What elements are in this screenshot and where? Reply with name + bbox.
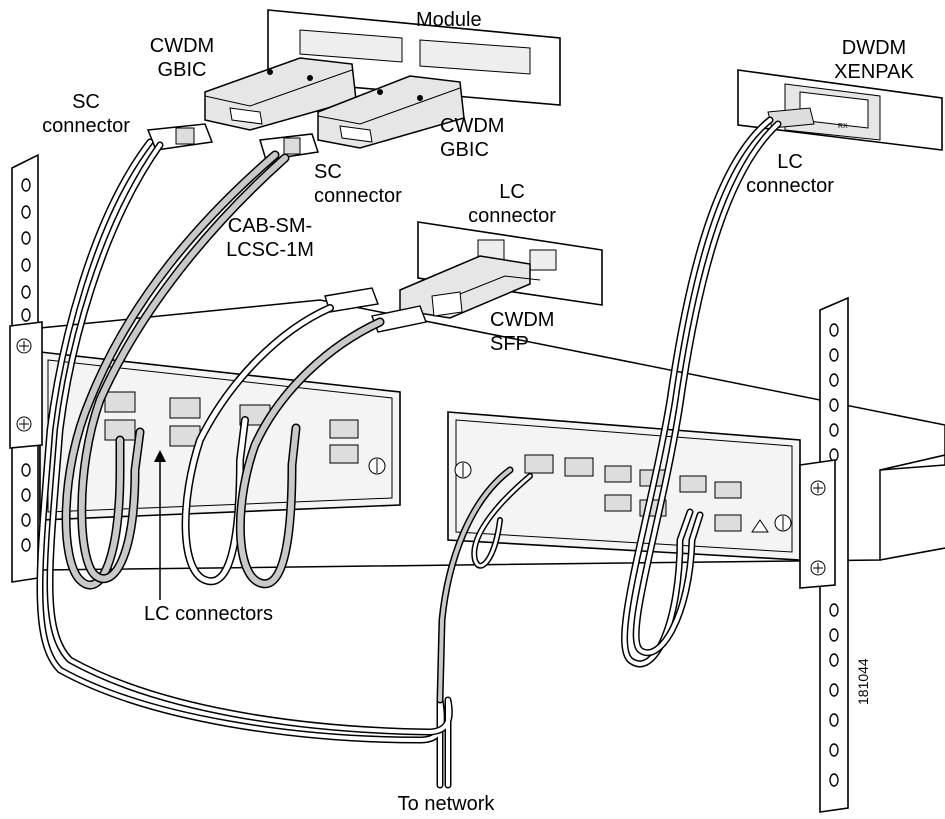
label-cab-sm-1: CAB-SM- [228, 215, 312, 237]
label-cwdm-sfp-1: CWDM [490, 309, 554, 331]
label-cwdm-sfp-2: SFP [490, 333, 529, 355]
label-module: Module [416, 9, 482, 31]
label-lc-connector-mid-1: LC [499, 181, 525, 203]
label-sc-connector-left-2: connector [42, 115, 130, 137]
label-sc-connector-mid-2: connector [314, 185, 402, 207]
label-lc-connector-mid-2: connector [468, 205, 556, 227]
label-dwdm-xenpak-1: DWDM [842, 37, 906, 59]
label-cwdm-gbic-left-1: CWDM [150, 35, 214, 57]
svg-text:RX: RX [838, 123, 848, 130]
label-cab-sm-2: LCSC-1M [226, 239, 314, 261]
label-sc-connector-mid-1: SC [314, 161, 342, 183]
label-sc-connector-left-1: SC [72, 91, 100, 113]
label-cwdm-gbic-right-2: GBIC [440, 139, 489, 161]
rack-rail-left [10, 155, 42, 582]
rack-rail-right [800, 298, 848, 812]
label-lc-connector-right-2: connector [746, 175, 834, 197]
sfp-panel [400, 222, 602, 318]
label-lc-connector-right-1: LC [777, 151, 803, 173]
label-lc-connectors: LC connectors [144, 603, 273, 625]
figure-id: 181044 [855, 658, 871, 705]
label-cwdm-gbic-right-1: CWDM [440, 115, 504, 137]
label-dwdm-xenpak-2: XENPAK [834, 61, 914, 83]
label-cwdm-gbic-left-2: GBIC [158, 59, 207, 81]
label-to-network: To network [398, 793, 496, 815]
